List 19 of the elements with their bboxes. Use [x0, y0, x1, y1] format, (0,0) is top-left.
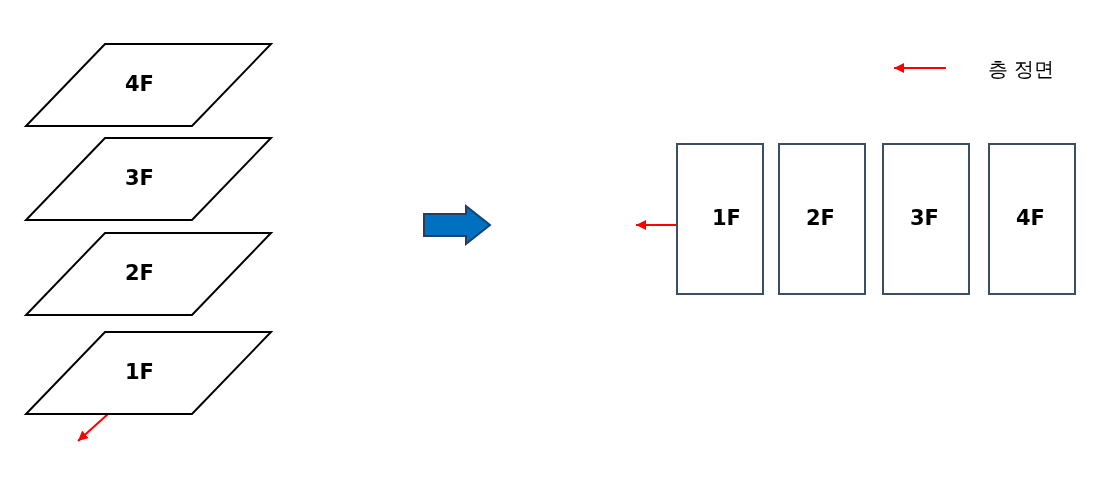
floor-box [778, 143, 866, 295]
floor-label: 4F [125, 74, 154, 95]
floor-label: 1F [125, 362, 154, 383]
floor-plate [25, 137, 272, 221]
arrow [77, 413, 109, 442]
floor-box [988, 143, 1076, 295]
floor-label: 2F [806, 208, 835, 229]
legend-label: 층 정면 [988, 56, 1055, 83]
floor-plate [25, 43, 272, 127]
floor-plate [25, 331, 272, 415]
floor-box [676, 143, 764, 295]
floor-label: 3F [910, 208, 939, 229]
floor-plate [25, 232, 272, 316]
floor-label: 1F [712, 208, 741, 229]
arrow [635, 220, 677, 230]
floor-label: 3F [125, 168, 154, 189]
floor-box [882, 143, 970, 295]
floor-label: 2F [125, 263, 154, 284]
floor-label: 4F [1016, 208, 1045, 229]
